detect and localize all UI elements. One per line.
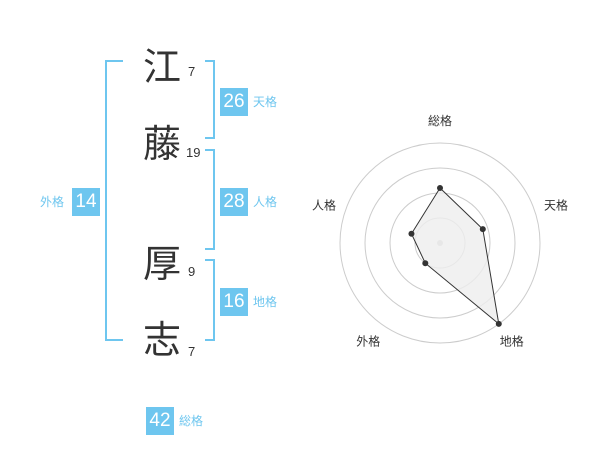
radar-point-3	[422, 260, 429, 267]
radar-points	[408, 185, 502, 327]
given-char-2-strokes: 7	[188, 344, 196, 359]
tenkaku-bracket-top	[205, 60, 215, 62]
radar-polygon	[410, 187, 500, 326]
given-char-2: 志	[142, 318, 181, 362]
gaikaku-bracket-vertical	[105, 60, 107, 341]
gaikaku-value: 14	[72, 188, 100, 216]
radar-series-polygon	[410, 187, 500, 326]
jinkaku-bracket-vertical	[213, 149, 215, 250]
radar-axis-label-0: 総格	[428, 113, 452, 128]
radar-axis-label-4: 人格	[312, 197, 336, 212]
radar-point-4	[408, 230, 415, 237]
radar-point-0	[437, 185, 443, 191]
chikaku-value: 16	[220, 288, 248, 316]
given-char-1-strokes: 9	[188, 264, 196, 279]
surname-char-1: 江	[142, 45, 181, 89]
jinkaku-bracket-bottom	[205, 248, 215, 250]
chikaku-bracket-bottom	[205, 339, 215, 341]
given-char-1: 厚	[142, 242, 181, 286]
tenkaku-value: 26	[220, 88, 248, 116]
chikaku-bracket-top	[205, 259, 215, 261]
radar-axis-label-1: 天格	[544, 197, 568, 212]
soukaku-label: 総格	[179, 414, 204, 428]
radar-point-2	[495, 320, 502, 327]
jinkaku-value: 28	[220, 188, 248, 216]
jinkaku-bracket-top	[205, 149, 215, 151]
gaikaku-label: 外格	[40, 195, 65, 209]
tenkaku-bracket-bottom	[205, 137, 215, 139]
chikaku-label: 地格	[253, 295, 278, 309]
radar-ring-3	[364, 167, 516, 319]
gaikaku-bracket-bottom	[105, 339, 123, 341]
radar-ring-4	[339, 142, 541, 344]
chikaku-bracket-vertical	[213, 259, 215, 341]
radar-point-1	[479, 226, 486, 233]
surname-char-2-strokes: 19	[186, 145, 201, 160]
tenkaku-bracket-vertical	[213, 60, 215, 139]
surname-char-2: 藤	[142, 122, 181, 166]
radar-axis-label-3: 外格	[356, 334, 380, 349]
tenkaku-label: 天格	[253, 95, 278, 109]
soukaku-value: 42	[146, 407, 174, 435]
gaikaku-bracket-top	[105, 60, 123, 62]
surname-char-1-strokes: 7	[188, 64, 196, 79]
jinkaku-label: 人格	[253, 195, 278, 209]
radar-axis-label-2: 地格	[500, 334, 524, 349]
